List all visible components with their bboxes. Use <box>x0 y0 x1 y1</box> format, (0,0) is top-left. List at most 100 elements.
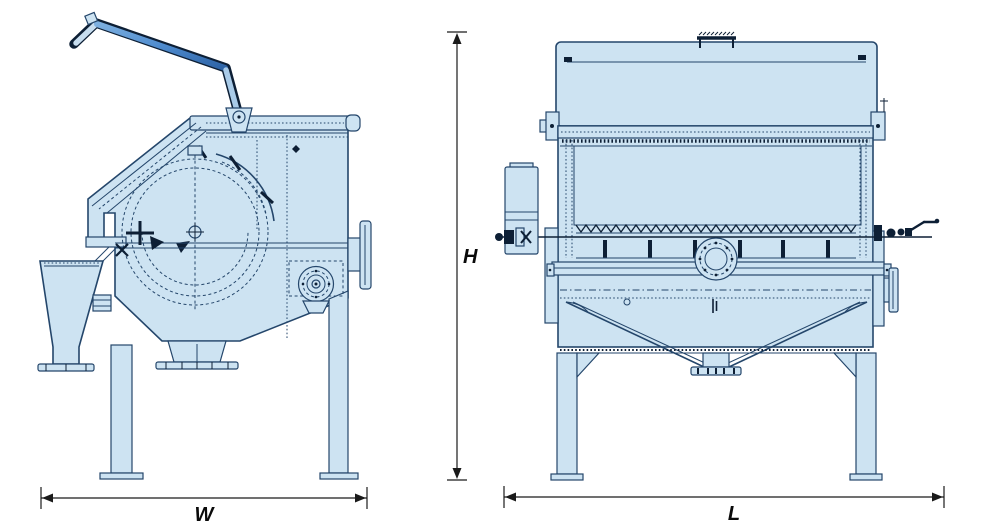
hopper-slope <box>728 301 868 368</box>
centerline-symbol <box>712 299 718 313</box>
coupling-x <box>520 230 532 244</box>
handle-hatch <box>702 31 707 36</box>
side-view-legs <box>92 290 359 480</box>
shaft-collar <box>886 228 896 238</box>
drive-bolt <box>301 282 305 286</box>
shaft-nut <box>905 228 912 236</box>
bottom-outlet-front <box>690 352 742 376</box>
drive-bolt <box>314 269 318 273</box>
leg-bracket <box>92 294 112 312</box>
drive-center <box>314 282 318 286</box>
hopper-body <box>39 260 105 365</box>
lever-knob <box>84 11 99 26</box>
rail-clamp <box>228 155 242 171</box>
lever-handle-tip <box>73 22 98 46</box>
hopper-drain-mark <box>623 298 631 306</box>
spray-nozzle-tick <box>781 240 785 258</box>
bottom-outlet-side <box>155 340 239 370</box>
lever-pivot-center <box>237 115 241 119</box>
arrow-left <box>42 493 53 503</box>
clamp-wedge <box>150 236 164 250</box>
handle-hatch <box>726 31 731 36</box>
hinge-bolt <box>876 124 880 128</box>
front-leg <box>110 344 133 474</box>
outlet-pipe <box>347 237 362 272</box>
outlet-neck <box>702 352 730 368</box>
drive-shaft-end-right <box>874 218 940 241</box>
flange-bolt <box>725 246 729 250</box>
foot-plate <box>550 473 584 481</box>
front-view <box>495 31 940 481</box>
dimension-height: H <box>447 31 478 481</box>
spray-nozzle-tick <box>826 240 830 258</box>
lid <box>555 31 878 127</box>
left-leg <box>556 352 578 475</box>
handle-hatch <box>722 31 727 36</box>
right-leg <box>855 352 877 475</box>
central-bearing-flange <box>694 237 738 281</box>
drum-inner-circle <box>130 167 260 297</box>
arrow-left <box>505 492 516 502</box>
hood-dashed-edge <box>98 126 202 210</box>
inlet-hopper <box>37 260 105 372</box>
lever-arm <box>69 11 253 133</box>
flange-bolt <box>714 273 718 277</box>
side-view <box>37 11 372 480</box>
axle-pointer-flag <box>176 241 190 253</box>
leg-gusset <box>832 352 857 379</box>
serrated-weir-edge <box>575 223 857 234</box>
rotary-drum <box>121 145 275 310</box>
crank-arm <box>909 220 926 232</box>
handle-hatch <box>714 31 719 36</box>
discharge-hopper-front <box>565 298 868 368</box>
shaft-collar <box>897 228 905 236</box>
arrow-right <box>932 492 943 502</box>
crank-knob <box>934 218 940 224</box>
drive-bolt <box>314 295 318 299</box>
lever-arm-outline <box>69 18 244 121</box>
drive-mount <box>302 300 330 314</box>
dimension-length-label: L <box>728 503 740 525</box>
rail-clamp <box>259 190 275 205</box>
inlet-clamp-cluster <box>115 221 164 257</box>
handle-hatch <box>710 31 715 36</box>
hood-chute-line <box>94 246 110 262</box>
leg-gusset <box>576 352 601 379</box>
hopper-slope-inner <box>725 301 861 365</box>
drive-motor-left <box>495 162 539 255</box>
motor-coupling <box>504 230 514 244</box>
drum-water-arc <box>141 231 249 286</box>
body-top-frame <box>557 125 874 139</box>
spray-nozzle-tick <box>738 240 742 258</box>
lever-lower-segment <box>223 67 241 117</box>
flange-bolt <box>698 257 702 261</box>
drum-guide-rail-arc <box>215 153 275 222</box>
flange-bolt <box>703 268 707 272</box>
right-end-plate <box>872 230 885 327</box>
drum-guide-rail-inner-arc <box>221 161 267 215</box>
dimension-width-label: W <box>195 504 216 526</box>
drive-assembly-side <box>288 260 344 314</box>
clamp-x <box>115 243 129 257</box>
arrow-up <box>452 33 462 44</box>
spray-nozzle-tick <box>648 240 652 258</box>
rear-leg <box>328 290 349 474</box>
rail-top-bracket <box>187 145 203 156</box>
flange-bolt <box>714 241 718 245</box>
flange-bolt <box>703 246 707 250</box>
hood-chute-line <box>102 246 118 262</box>
dimension-height-label: H <box>463 246 478 268</box>
arrow-down <box>452 468 462 479</box>
lid-panel <box>555 41 878 127</box>
end-hatch-columns <box>565 140 867 258</box>
front-side-pipe <box>883 267 899 313</box>
side-outlet-pipe <box>347 220 372 290</box>
spray-nozzle-tick <box>693 240 697 258</box>
front-view-legs <box>550 352 883 481</box>
hopper-corner-arc <box>844 301 868 313</box>
beam-bolt <box>885 268 889 272</box>
hopper-corner-arc <box>565 301 589 313</box>
spray-nozzle-tick <box>603 240 607 258</box>
hopper-slope <box>565 301 705 368</box>
